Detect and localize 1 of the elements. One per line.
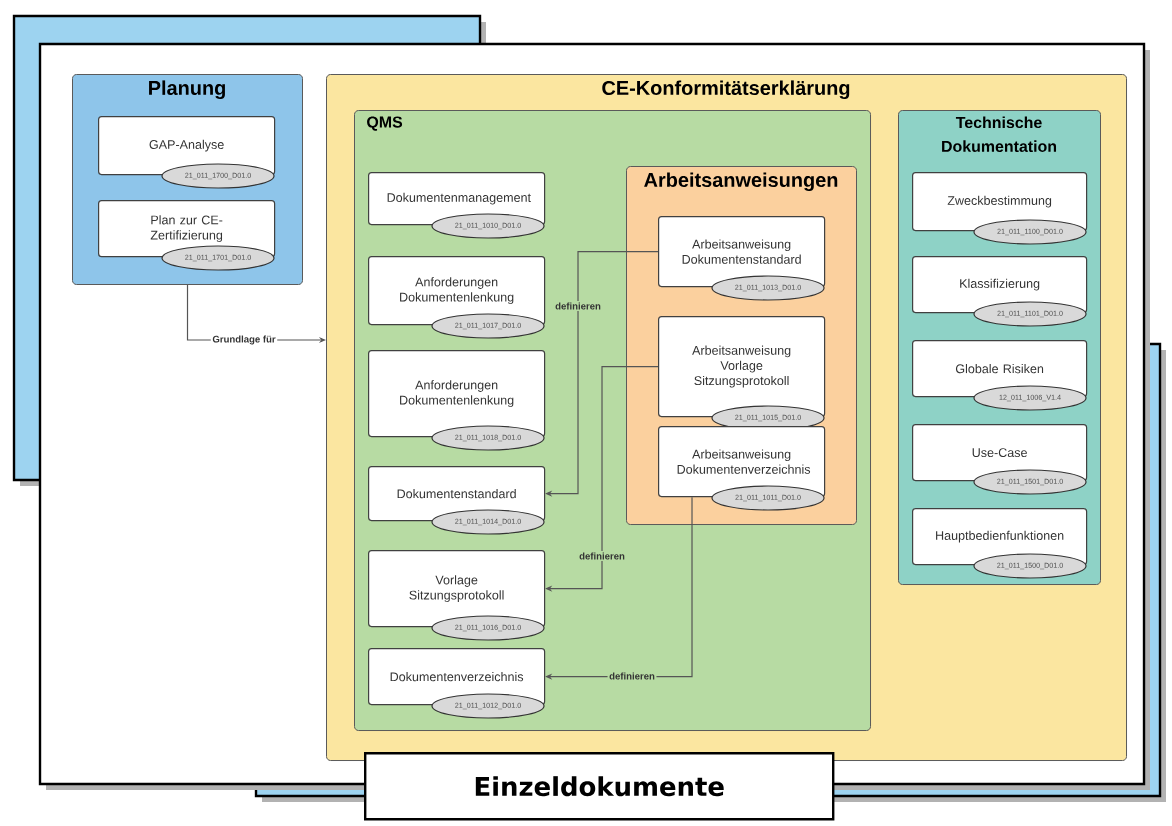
title-banner: Einzeldokumente [364, 752, 835, 821]
